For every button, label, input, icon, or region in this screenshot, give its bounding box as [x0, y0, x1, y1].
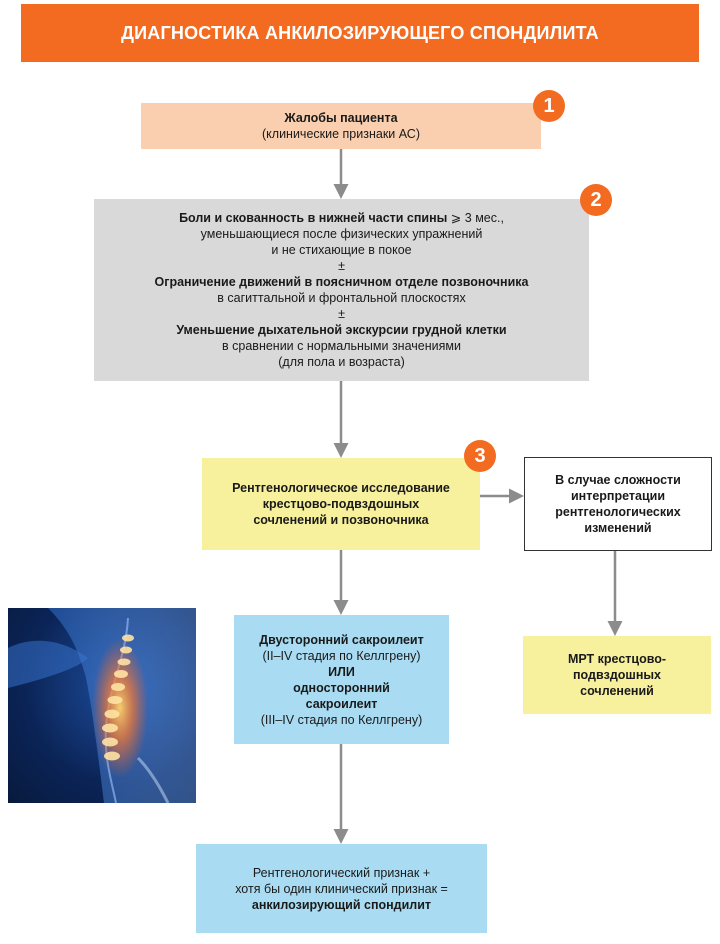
plus-minus-2: ± — [338, 307, 345, 321]
conclusion-box: Рентгенологический признак + хотя бы оди… — [196, 844, 487, 933]
mri-line3: сочленений — [580, 684, 654, 698]
conclusion-line2: хотя бы один клинический признак = — [235, 881, 448, 896]
difficult-interpretation-box: В случае сложности интерпретации рентген… — [524, 457, 712, 551]
mri-line2: подвздошных — [572, 668, 662, 682]
step-number-badge-1: 1 — [533, 90, 565, 122]
criterion-2-detail: в сагиттальной и фронтальной плоскостях — [217, 291, 466, 305]
step3-line1: Рентгенологическое исследование — [232, 481, 450, 495]
step1-title: Жалобы пациента — [284, 111, 398, 125]
sacroiliitis-box: Двусторонний сакроилеит (II–IV стадия по… — [234, 615, 449, 744]
criterion-1-detail-b: и не стихающие в покое — [271, 243, 412, 257]
criterion-3-detail-a: в сравнении с нормальными значениями — [222, 339, 461, 353]
plus-minus-1: ± — [338, 259, 345, 273]
sacro-line6: (III–IV стадия по Келлгрену) — [260, 712, 423, 727]
step-patient-complaints: Жалобы пациента (клинические признаки АС… — [141, 103, 541, 149]
step-number-badge-3: 3 — [464, 440, 496, 472]
criterion-3: Уменьшение дыхательной экскурсии грудной… — [176, 323, 507, 337]
step-xray-exam: Рентгенологическое исследование крестцов… — [202, 458, 480, 550]
side-line3: рентгенологических — [555, 505, 681, 519]
sacro-line2: (II–IV стадия по Келлгрену) — [262, 648, 421, 663]
criterion-2: Ограничение движений в поясничном отделе… — [154, 275, 529, 289]
sacro-line1: Двусторонний сакроилеит — [259, 632, 424, 647]
sacro-line4: односторонний — [293, 680, 390, 695]
step-number-badge-2: 2 — [580, 184, 612, 216]
sacro-line5: сакроилеит — [305, 696, 378, 711]
title-banner: ДИАГНОСТИКА АНКИЛОЗИРУЮЩЕГО СПОНДИЛИТА — [21, 4, 699, 62]
step-clinical-criteria: Боли и скованность в нижней части спины … — [94, 199, 589, 381]
conclusion-diagnosis: анкилозирующий спондилит — [251, 897, 432, 912]
conclusion-line1: Рентгенологический признак + — [252, 865, 431, 880]
step3-line3: сочленений и позвоночника — [253, 513, 429, 527]
criterion-3-detail-b: (для пола и возраста) — [278, 355, 405, 369]
step3-line2: крестцово-подвздошных — [262, 497, 420, 511]
page-title: ДИАГНОСТИКА АНКИЛОЗИРУЮЩЕГО СПОНДИЛИТА — [121, 22, 599, 43]
sacro-or: ИЛИ — [328, 664, 355, 679]
criterion-1-detail-a: уменьшающиеся после физических упражнени… — [200, 227, 483, 241]
mri-box: МРТ крестцово- подвздошных сочленений — [523, 636, 711, 714]
step1-subtitle: (клинические признаки АС) — [262, 127, 420, 141]
side-line2: интерпретации — [570, 489, 666, 503]
mri-line1: МРТ крестцово- — [567, 652, 667, 666]
side-line4: изменений — [584, 521, 652, 535]
criterion-1: Боли и скованность в нижней части спины … — [179, 211, 504, 225]
spine-illustration — [8, 608, 196, 803]
side-line1: В случае сложности — [555, 473, 681, 487]
